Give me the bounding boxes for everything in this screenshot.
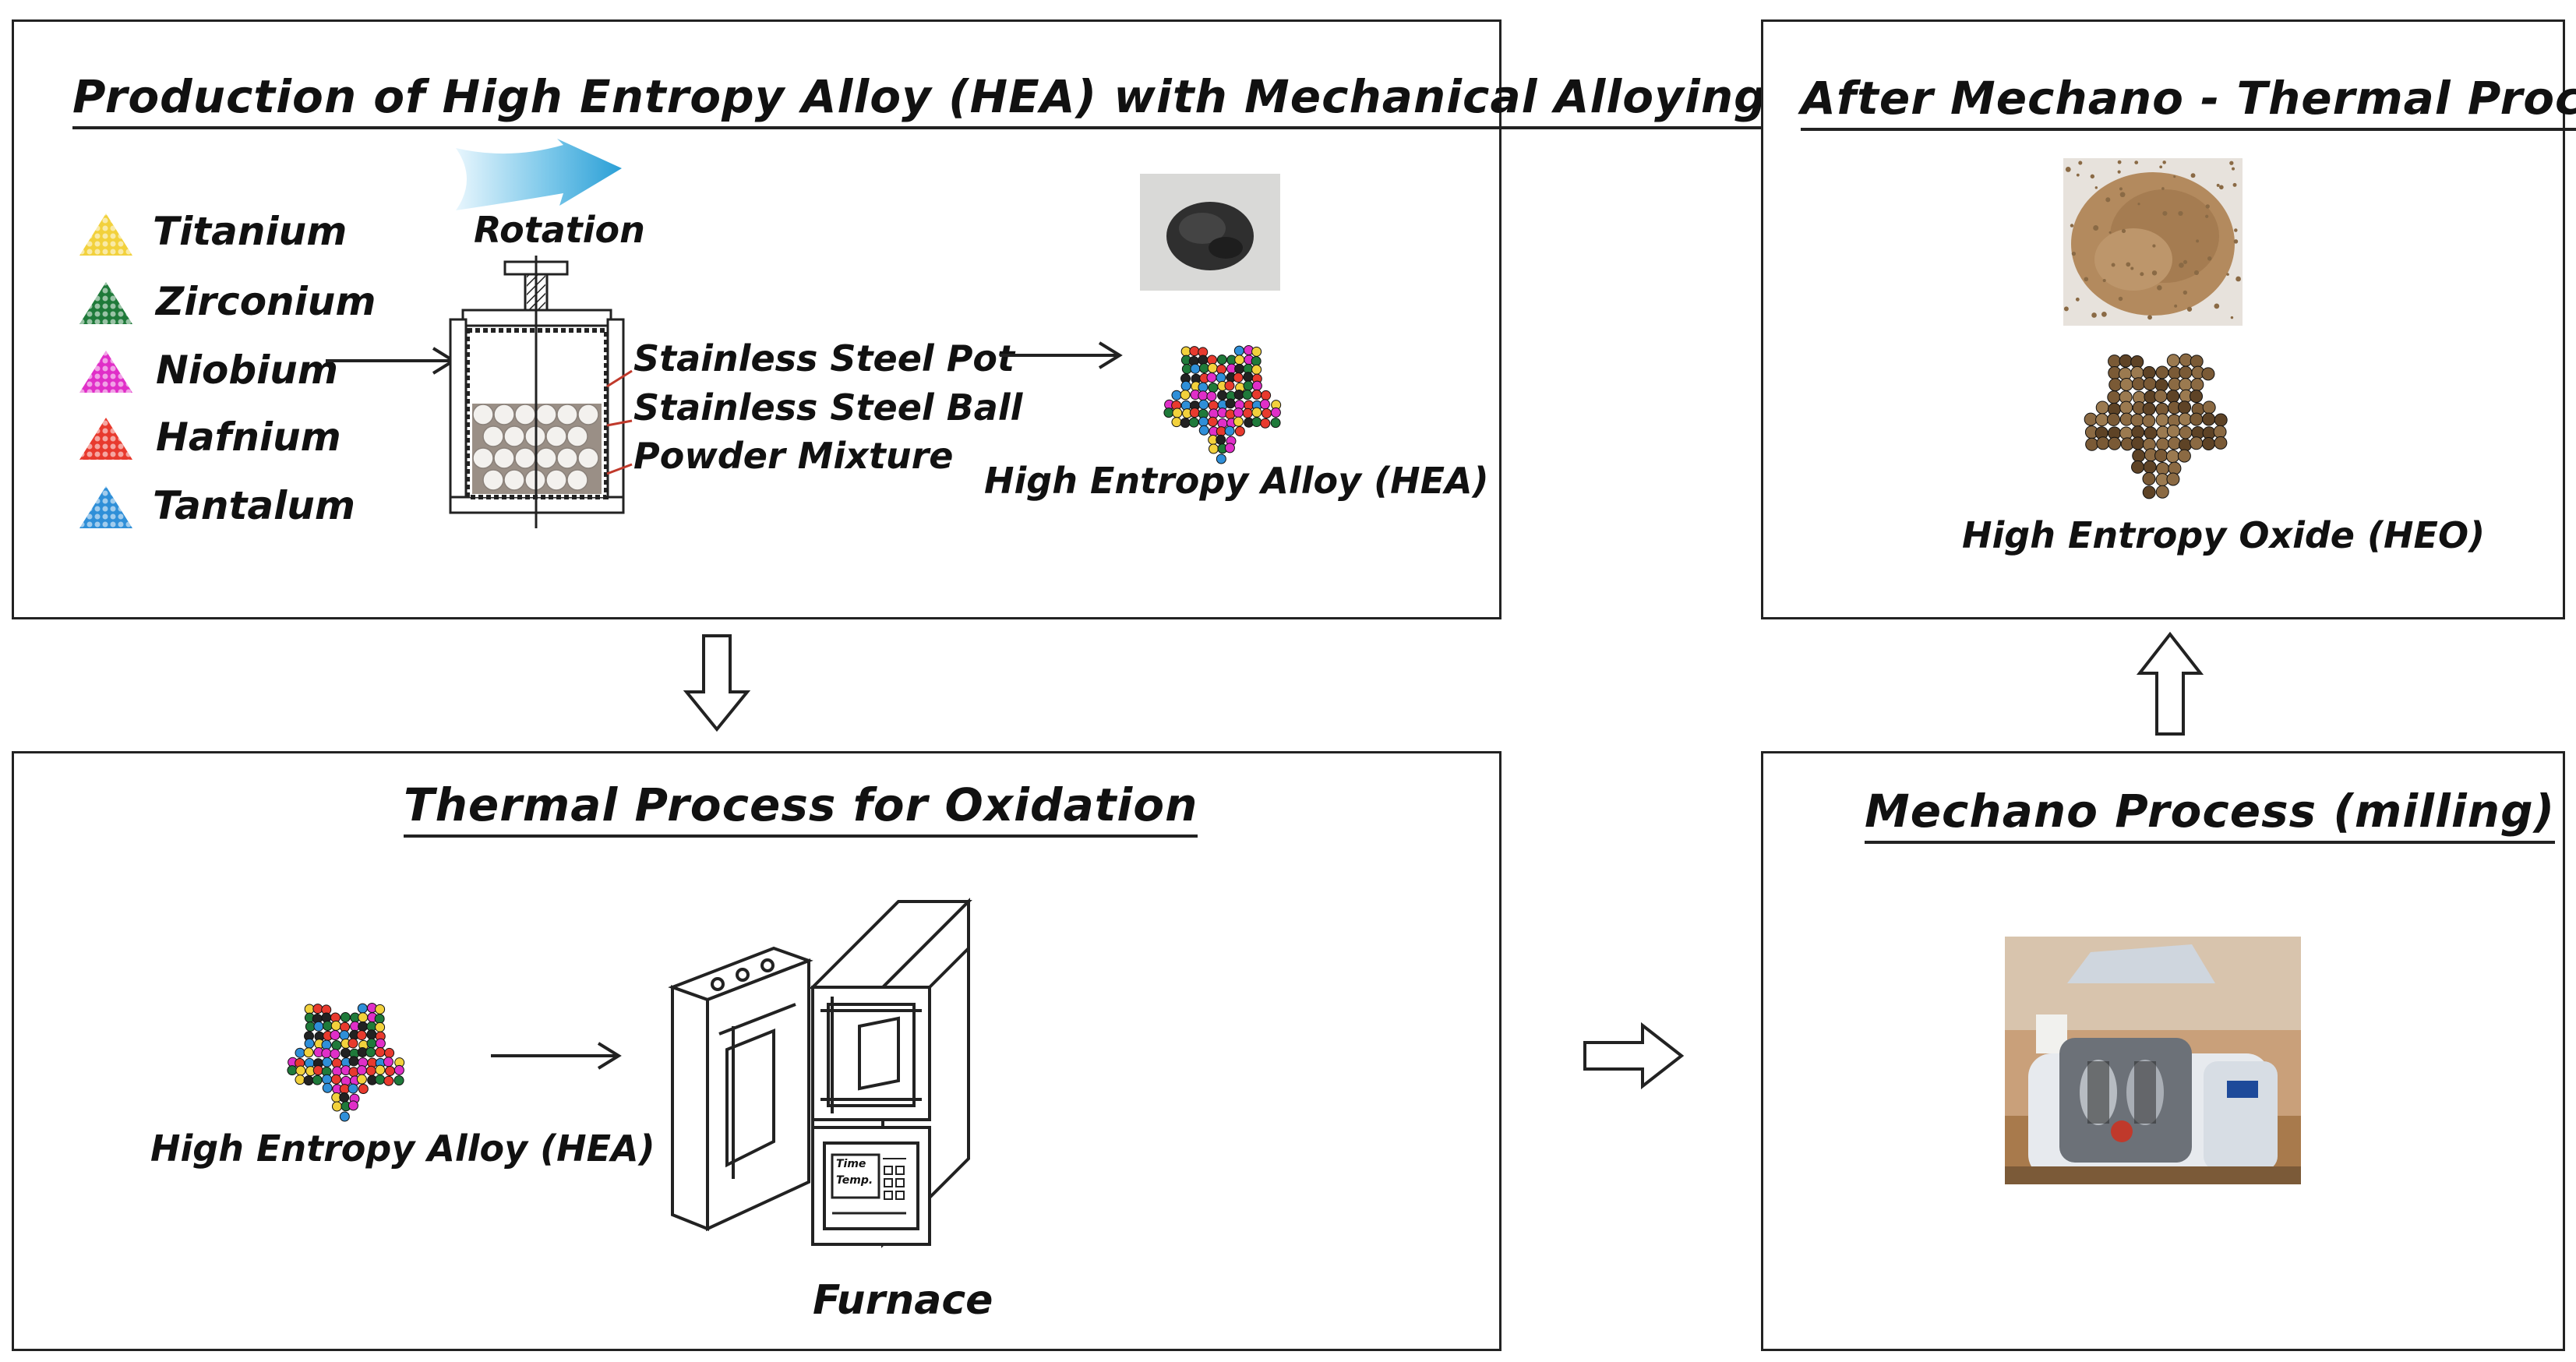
powder-label: Powder Mixture bbox=[633, 435, 954, 477]
rotation-label: Rotation bbox=[474, 209, 645, 251]
milling-pot-drawing bbox=[449, 256, 625, 528]
furnace-panel-time: Time bbox=[836, 1158, 866, 1170]
up-arrow-icon bbox=[2136, 631, 2204, 736]
arrow-to-furnace bbox=[491, 1042, 622, 1070]
element-label-hafnium: Hafnium bbox=[156, 415, 341, 460]
arrow-to-hea bbox=[1000, 341, 1123, 369]
arrow-to-pot bbox=[326, 347, 457, 375]
element-label-zirconium: Zirconium bbox=[156, 279, 376, 324]
down-arrow-icon bbox=[683, 634, 751, 732]
heo-label: High Entropy Oxide (HEO) bbox=[1962, 514, 2486, 556]
hea-label: High Entropy Alloy (HEA) bbox=[984, 460, 1489, 502]
ball-label: Stainless Steel Ball bbox=[633, 386, 1023, 429]
panel-title: After Mechano - Thermal Process bbox=[1801, 72, 2576, 131]
element-label-titanium: Titanium bbox=[153, 209, 348, 254]
furnace-drawing bbox=[668, 898, 972, 1248]
hea-particle-cluster bbox=[287, 1003, 405, 1122]
panel-title: Thermal Process for Oxidation bbox=[404, 778, 1198, 838]
element-triangle-tantalum bbox=[79, 486, 132, 528]
panel-thermal-oxidation: Thermal Process for Oxidation High Entro… bbox=[12, 751, 1501, 1351]
pot-label: Stainless Steel Pot bbox=[633, 337, 1015, 379]
element-triangle-zirconium bbox=[79, 282, 132, 324]
element-label-niobium: Niobium bbox=[156, 348, 338, 393]
panel-title: Mechano Process (milling) bbox=[1865, 785, 2556, 844]
heo-particle-cluster bbox=[2084, 353, 2228, 499]
element-triangles bbox=[79, 213, 132, 528]
panel-mechanical-alloying: Production of High Entropy Alloy (HEA) w… bbox=[12, 19, 1767, 619]
rotation-arrow-icon bbox=[456, 139, 622, 210]
milling-machine-photo bbox=[2005, 937, 2301, 1184]
panel-after-process: After Mechano - Thermal Process High Ent… bbox=[1761, 19, 2576, 619]
element-triangle-niobium bbox=[79, 351, 132, 393]
furnace-label: Furnace bbox=[813, 1277, 993, 1324]
element-triangle-hafnium bbox=[79, 418, 132, 460]
panel-title: Production of High Entropy Alloy (HEA) w… bbox=[72, 70, 1767, 129]
right-arrow-icon bbox=[1583, 1022, 1685, 1090]
hea-particle-cluster bbox=[1163, 345, 1282, 464]
hea-powder-photo bbox=[1140, 174, 1280, 291]
heo-powder-photo bbox=[2063, 158, 2243, 326]
pot-leader-lines bbox=[606, 369, 633, 475]
element-triangle-titanium bbox=[79, 213, 132, 256]
panel-mechano-milling: Mechano Process (milling) bbox=[1761, 751, 2565, 1351]
hea-label: High Entropy Alloy (HEA) bbox=[150, 1127, 655, 1170]
element-label-tantalum: Tantalum bbox=[153, 483, 355, 528]
furnace-panel-temp: Temp. bbox=[836, 1174, 873, 1187]
